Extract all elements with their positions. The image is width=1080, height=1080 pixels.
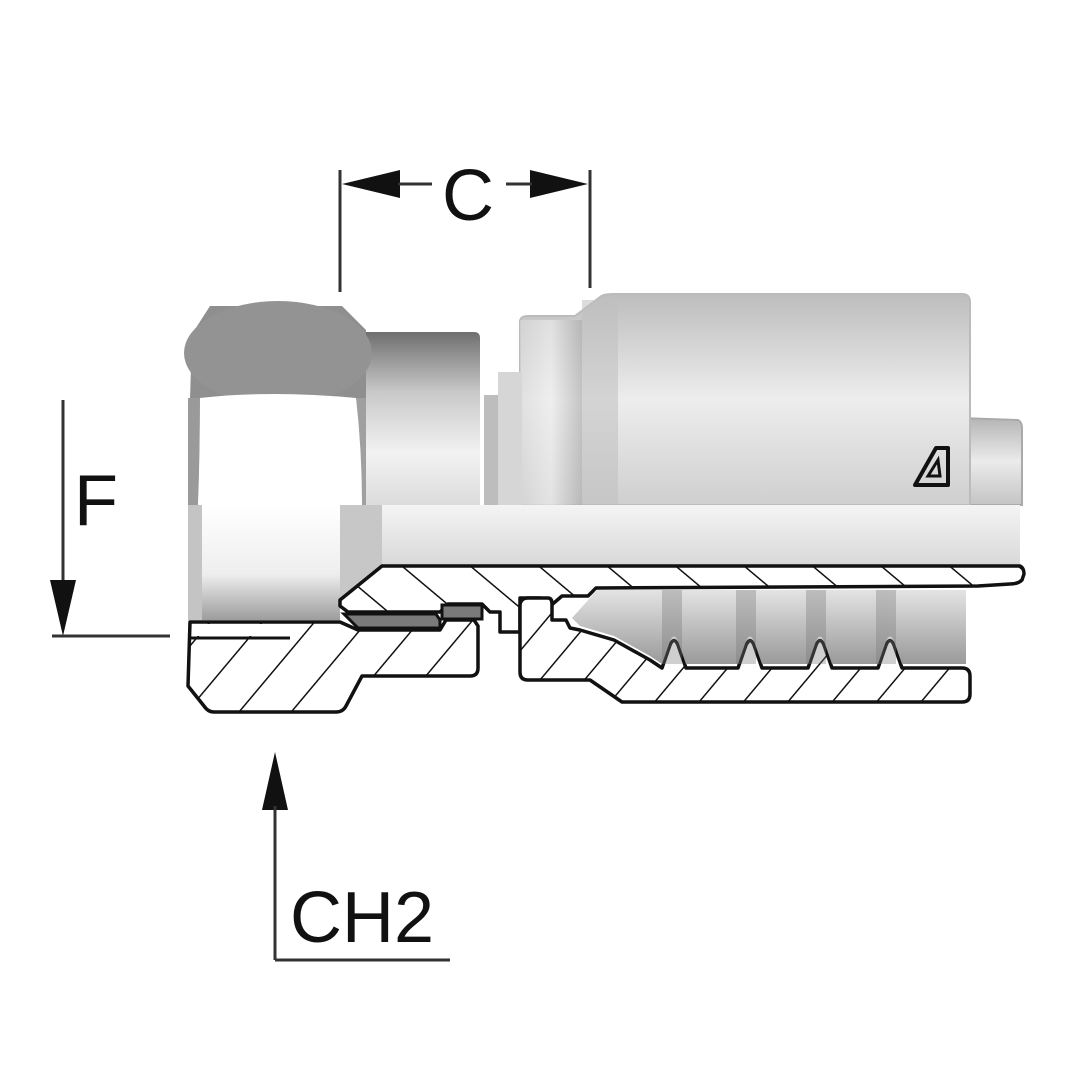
f-arrow-down-icon <box>50 580 76 636</box>
manufacturer-logo-icon <box>913 446 950 487</box>
dimension-c: C <box>338 156 592 292</box>
ch2-arrow-up-icon <box>262 752 288 810</box>
o-ring-seal <box>340 612 442 630</box>
nipple-step <box>484 395 502 505</box>
fitting <box>184 293 1026 714</box>
nut-section <box>186 618 480 714</box>
ferrule-cavity <box>572 590 966 664</box>
ch2-label: CH2 <box>290 878 434 958</box>
c-label: C <box>442 156 494 236</box>
ferrule-shoulder-shade <box>582 300 618 505</box>
main-bore <box>340 505 1020 600</box>
dimension-ch2: CH2 <box>262 752 450 962</box>
nut-neck <box>360 332 480 505</box>
serration-shading <box>662 590 896 664</box>
ferrule-body <box>519 293 971 506</box>
retaining-ring <box>440 603 484 621</box>
dimension-f: F <box>50 400 170 638</box>
insert-tail <box>959 416 1023 506</box>
nipple-wall-section <box>338 564 1026 634</box>
c-arrow-left-icon <box>342 170 400 198</box>
nut-bore <box>188 505 340 620</box>
f-label: F <box>74 461 118 541</box>
hex-nut-face <box>188 398 200 505</box>
c-arrow-right-icon <box>530 170 588 198</box>
ferrule-section <box>518 596 972 704</box>
